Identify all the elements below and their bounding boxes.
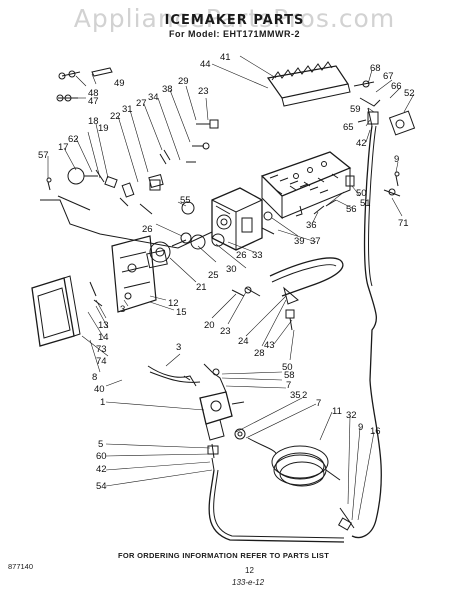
callout-15: 15	[176, 307, 187, 318]
callout-16: 16	[370, 426, 381, 437]
callout-24: 24	[238, 336, 249, 347]
callout-23: 23	[198, 86, 209, 97]
callout-56: 56	[346, 204, 357, 215]
callout-42-lower: 42	[96, 464, 107, 475]
callout-55: 55	[180, 195, 191, 206]
callout-36: 36	[306, 220, 317, 231]
callout-47: 47	[88, 96, 99, 107]
callout-58: 58	[284, 370, 295, 381]
callout-48: 48	[88, 88, 99, 99]
thermostat-cluster	[46, 167, 161, 198]
callout-1: 1	[100, 397, 105, 408]
callout-31: 31	[122, 104, 133, 115]
callout-73: 73	[96, 344, 107, 355]
callout-44: 44	[200, 59, 211, 70]
callout-42-top: 42	[356, 138, 367, 149]
ice-mold	[260, 151, 352, 220]
callout-20: 20	[204, 320, 215, 331]
watermark: AppliancePartsPros.com	[73, 4, 396, 33]
callout-2: 2	[302, 390, 307, 401]
callout-28: 28	[254, 348, 265, 359]
callout-21: 21	[196, 282, 207, 293]
callout-52: 52	[404, 88, 415, 99]
callout-65: 65	[343, 122, 354, 133]
callout-50-top: 50	[356, 188, 367, 199]
switch-mounting-plate	[111, 235, 168, 313]
motor-housing	[211, 187, 263, 251]
fill-cup-assembly	[353, 80, 416, 136]
callout-62: 62	[68, 134, 79, 145]
callout-7-lower: 7	[316, 398, 321, 409]
callout-27: 27	[136, 98, 147, 109]
callout-29: 29	[178, 76, 189, 87]
leader-lines	[47, 55, 415, 521]
callout-40: 40	[94, 384, 105, 395]
callout-39: 39	[294, 236, 305, 247]
callout-26-left: 26	[142, 224, 153, 235]
callout-33: 33	[252, 250, 263, 261]
diagram-title: ICEMAKER PARTS	[164, 13, 305, 28]
small-hardware-top-left	[56, 67, 113, 102]
fill-tube	[351, 125, 382, 539]
callout-71: 71	[398, 218, 409, 229]
callout-60: 60	[96, 451, 107, 462]
callout-57: 57	[38, 150, 49, 161]
ordering-footnote: FOR ORDERING INFORMATION REFER TO PARTS …	[118, 551, 330, 560]
model-subtitle: For Model: EHT171MMWR-2	[168, 29, 300, 39]
mold-heater	[231, 257, 344, 331]
callout-numbers: 41 44 68 67 66 52 48 49 47 29 38 34 27 3…	[38, 52, 415, 492]
handwritten-note: 133-e-12	[232, 578, 265, 587]
drive-gears	[149, 201, 225, 263]
callout-43: 43	[264, 340, 275, 351]
mounting-screws	[119, 119, 219, 215]
callout-68: 68	[370, 63, 381, 74]
figure-code: 877140	[8, 562, 34, 571]
callout-66: 66	[391, 81, 402, 92]
shutoff-arm	[40, 195, 213, 249]
callout-3-mid: 3	[176, 342, 181, 353]
callout-38: 38	[162, 84, 173, 95]
callout-19: 19	[98, 123, 109, 134]
callout-5: 5	[98, 439, 103, 450]
callout-25: 25	[208, 270, 219, 281]
callout-12: 12	[168, 298, 179, 309]
ice-ejector-blade	[266, 61, 351, 107]
front-cover	[31, 275, 81, 347]
callout-50-mid: 50	[282, 362, 293, 373]
callout-14: 14	[98, 332, 109, 343]
callout-9-lower: 9	[358, 422, 363, 433]
callout-37: 37	[310, 236, 321, 247]
callout-17: 17	[58, 142, 69, 153]
callout-74: 74	[96, 356, 107, 367]
supply-tube	[208, 469, 345, 543]
page-number: 12	[245, 566, 254, 575]
callout-34: 34	[148, 92, 159, 103]
callout-26-right: 26	[236, 250, 247, 261]
callout-67: 67	[383, 71, 394, 82]
callout-11: 11	[332, 406, 342, 417]
callout-22: 22	[110, 111, 121, 122]
callout-7-mid: 7	[286, 380, 291, 391]
callout-51: 51	[360, 198, 371, 209]
callout-35: 35	[290, 390, 301, 401]
callout-49: 49	[114, 78, 125, 89]
callout-54: 54	[96, 481, 107, 492]
callout-9-top: 9	[394, 154, 399, 165]
callout-18: 18	[88, 116, 99, 127]
callout-30: 30	[226, 264, 237, 275]
callout-32: 32	[346, 410, 357, 421]
callout-3-top: 3	[120, 304, 125, 315]
callout-8: 8	[92, 372, 97, 383]
callout-59: 59	[350, 104, 361, 115]
callout-13: 13	[98, 320, 109, 331]
callout-23-lower: 23	[220, 326, 231, 337]
callout-41: 41	[220, 52, 231, 63]
water-supply-coil	[247, 437, 355, 531]
water-valve	[183, 363, 246, 471]
mold-hardware-right	[261, 171, 401, 235]
